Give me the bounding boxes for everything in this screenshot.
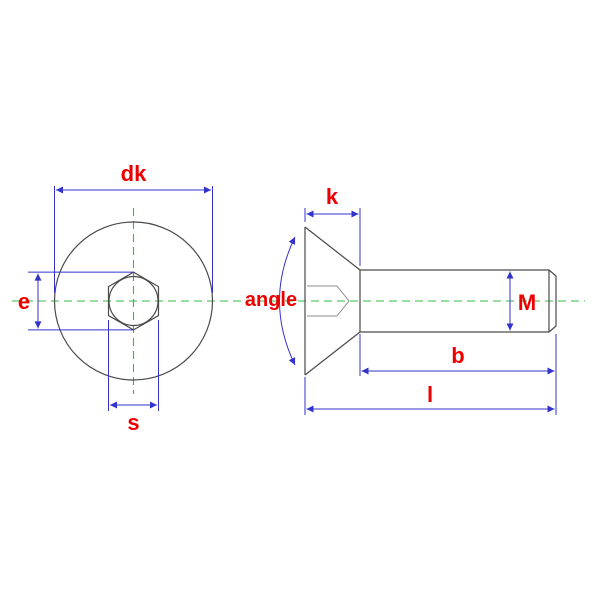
e-label: e: [18, 289, 30, 314]
l-dimension: l: [304, 377, 555, 415]
socket-bottom-point: [336, 285, 350, 317]
s-label: s: [127, 410, 139, 435]
angle-dimension: angle: [245, 236, 297, 366]
head-outline-circle: [53, 221, 214, 381]
e-dimension: e: [18, 271, 134, 331]
head-cone-bottom: [304, 331, 361, 376]
k-label: k: [326, 184, 339, 209]
socket-inscribed-circle: [108, 275, 159, 327]
k-dimension: k: [304, 184, 361, 266]
socket-section: [307, 285, 350, 317]
side-view: k angle M b l: [245, 184, 557, 415]
dk-label: dk: [121, 161, 147, 186]
centerlines: [12, 208, 585, 394]
m-dimension: M: [506, 271, 536, 331]
b-dimension: b: [359, 334, 557, 415]
b-label: b: [451, 343, 464, 368]
dk-dimension: dk: [54, 161, 213, 293]
shank-outline: [360, 269, 557, 333]
head-cone-top: [304, 226, 361, 271]
front-view: dk e s: [18, 161, 214, 435]
m-label: M: [518, 290, 536, 315]
angle-label: angle: [245, 289, 297, 311]
s-dimension: s: [108, 320, 159, 435]
l-label: l: [427, 382, 433, 407]
angle-arc: [279, 236, 296, 366]
